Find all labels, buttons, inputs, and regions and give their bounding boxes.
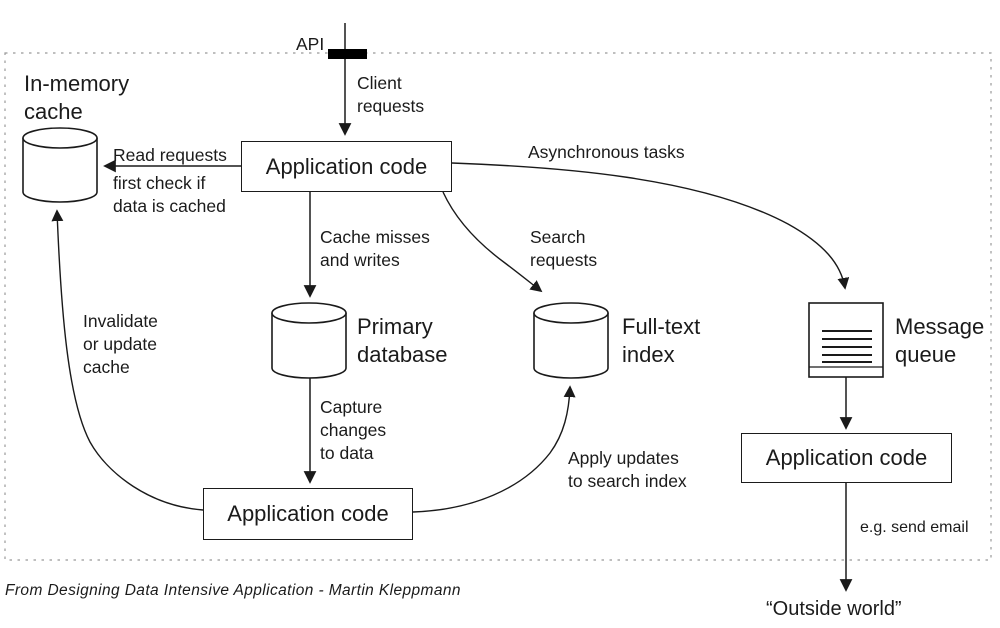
- database-icon-primary: [271, 302, 347, 379]
- primary-database-label: Primary database: [357, 314, 448, 367]
- client-requests-label: Client requests: [357, 73, 425, 116]
- in-memory-cache-label: In-memory cache: [24, 71, 130, 124]
- full-text-index-label: Full-text index: [622, 314, 701, 367]
- application-code-box-right: Application code: [741, 433, 952, 483]
- cache-misses-label: Cache misses and writes: [320, 227, 430, 270]
- apply-updates-arrow: [412, 385, 576, 513]
- database-icon-cache: [22, 127, 98, 203]
- outside-world-label: “Outside world”: [766, 598, 902, 620]
- system-boundary-dashed-border: [4, 52, 992, 561]
- apply-updates-label: Apply updates to search index: [568, 448, 687, 491]
- message-queue-label: Message queue: [895, 314, 985, 367]
- api-boundary-icon: [328, 49, 367, 59]
- read-requests-label: Read requests: [113, 145, 227, 165]
- invalidate-cache-arrow: [51, 209, 204, 511]
- asynchronous-tasks-arrow: [451, 162, 850, 290]
- capture-changes-label: Capture changes to data: [320, 397, 387, 463]
- search-requests-label: Search requests: [530, 227, 598, 270]
- database-icon-fulltext: [533, 302, 609, 379]
- application-code-box-bottom: Application code: [203, 488, 413, 540]
- api-label: API: [296, 34, 325, 54]
- application-code-box-top: Application code: [241, 141, 452, 192]
- read-requests-note: first check if data is cached: [113, 173, 226, 216]
- send-email-label: e.g. send email: [860, 519, 969, 536]
- search-requests-arrow: [442, 191, 543, 293]
- asynchronous-tasks-label: Asynchronous tasks: [528, 142, 685, 162]
- invalidate-cache-label: Invalidate or update cache: [83, 311, 158, 377]
- source-caption: From Designing Data Intensive Applicatio…: [5, 582, 461, 599]
- message-queue-icon: [808, 302, 884, 378]
